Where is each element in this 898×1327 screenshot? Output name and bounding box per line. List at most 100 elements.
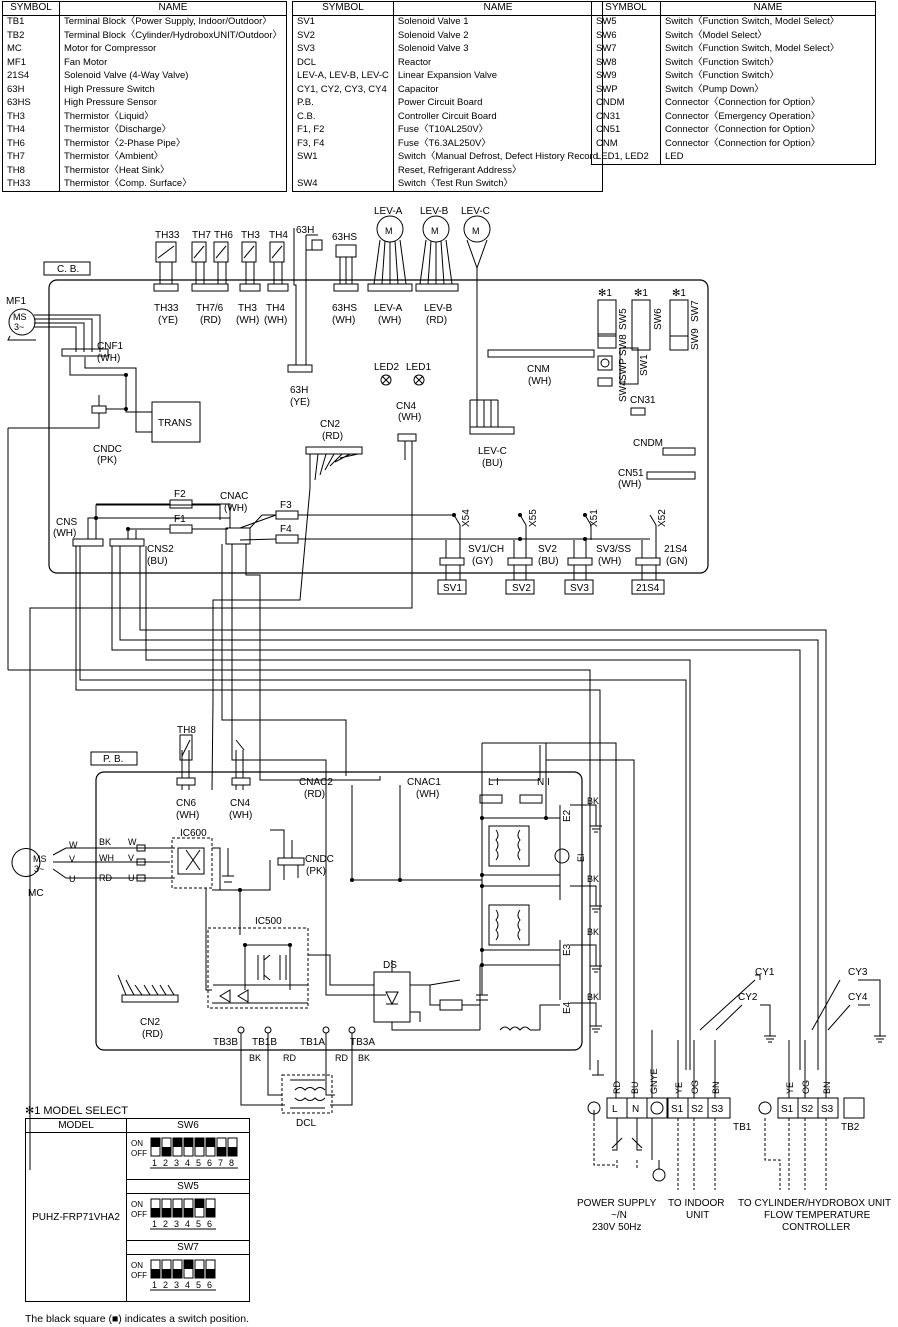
h63-conn: 63H (290, 385, 308, 396)
dip-number: 5 (196, 1280, 201, 1290)
cn4-cb-label: CN4 (396, 401, 416, 412)
leva-m: M (385, 226, 393, 236)
th33-conn: TH33 (154, 303, 179, 314)
dip-knob (228, 1146, 237, 1156)
x51-label: X51 (589, 509, 600, 527)
th6-top: TH6 (214, 230, 233, 241)
levc-color: (BU) (482, 458, 503, 469)
tb1a-label: TB1A (300, 1037, 325, 1048)
cy2-label: CY2 (738, 992, 758, 1003)
sw6-star: ✻1 (634, 288, 648, 299)
leva-conn: LEV-A (374, 303, 403, 314)
bk-e3: BK (587, 927, 599, 937)
dip-knob (162, 1146, 171, 1156)
cell-name: Switch〈Pump Down〉 (660, 83, 876, 97)
table-row: P.B.Power Circuit Board (292, 96, 604, 110)
cu-line2: FLOW TEMPERATURE (764, 1210, 871, 1221)
cndc-cb-label: CNDC (93, 444, 122, 455)
cnac2-label: CNAC2 (299, 777, 333, 788)
tb1-l: L (612, 1104, 618, 1115)
tb1-s2: S2 (691, 1104, 704, 1115)
wire-rd-2: RD (335, 1053, 348, 1063)
tb2-s3: S3 (821, 1104, 834, 1115)
controller-board (48, 279, 709, 574)
cell-name: Reset, Refrigerant Address〉 (392, 164, 604, 178)
th4-conn: TH4 (266, 303, 285, 314)
e4-label: E4 (562, 1001, 573, 1014)
sw4-label: SW4 (618, 380, 629, 402)
wire-gnye-ps: GNYE (649, 1068, 659, 1094)
s21s4-conn: 21S4 (664, 544, 688, 555)
x54-label: X54 (461, 509, 472, 527)
e2-label: E2 (562, 809, 573, 822)
tb1b-label: TB1B (252, 1037, 277, 1048)
cn4-pb-color: (WH) (229, 810, 252, 821)
cell-name: High Pressure Switch (58, 83, 288, 97)
x55-label: X55 (528, 509, 539, 527)
ps-line1: POWER SUPPLY (577, 1198, 657, 1209)
s21s4-box: 21S4 (636, 583, 660, 594)
cb-label: C. B. (57, 264, 79, 275)
f3-label: F3 (280, 500, 292, 511)
sv1-box: SV1 (443, 583, 462, 594)
tb1-label: TB1 (733, 1122, 752, 1133)
sw5-star: ✻1 (598, 288, 612, 299)
cell-name: Switch〈Function Switch〉 (660, 69, 876, 83)
sw6-header: SW6 (126, 1118, 250, 1133)
dip-number: 4 (185, 1280, 190, 1290)
cn2-pb-color: (RD) (142, 1029, 163, 1040)
ic600-label: IC600 (180, 828, 207, 839)
ei-label: EI (576, 853, 586, 862)
sv2-box: SV2 (512, 583, 531, 594)
tb3b-label: TB3B (213, 1037, 238, 1048)
sw5-label: SW5 (618, 308, 629, 330)
col-symbol: SYMBOL (591, 1, 661, 16)
wire-ye-tb2: YE (785, 1082, 795, 1094)
cell-name: LED (660, 150, 876, 165)
off-label: OFF (131, 1149, 147, 1158)
dip-number: 4 (185, 1158, 190, 1168)
levc-top: LEV-C (461, 206, 490, 217)
dip-number: 3 (174, 1219, 179, 1229)
wire-w: W (128, 837, 137, 847)
cell-name: Connector〈Emergency Operation〉 (660, 110, 876, 124)
f1-label: F1 (174, 514, 186, 525)
x52-label: X52 (657, 509, 668, 527)
sw7-label: SW7 (690, 300, 701, 322)
sw1-label: SW1 (639, 354, 650, 376)
lev-c-motor (463, 215, 491, 243)
wire-bk-2: BK (358, 1053, 370, 1063)
cell-name: Fan Motor (58, 56, 288, 70)
cnm-label: CNM (527, 364, 550, 375)
th33-color: (YE) (158, 315, 178, 326)
cn4-pb-label: CN4 (230, 798, 250, 809)
bk-e2: BK (587, 796, 599, 806)
dip-number: 3 (174, 1280, 179, 1290)
cnac-label: CNAC (220, 491, 248, 502)
ms3-label: 3~ (14, 322, 24, 332)
cnf1-color: (WH) (97, 353, 120, 364)
dip-number: 6 (207, 1158, 212, 1168)
sv1ch-label: SV1/CH (468, 544, 504, 555)
cell-name: Thermistor〈2-Phase Pipe〉 (58, 137, 288, 151)
wire-bu-ps: BU (630, 1081, 640, 1094)
cy3-label: CY3 (848, 967, 868, 978)
sw7-header: SW7 (126, 1240, 250, 1255)
